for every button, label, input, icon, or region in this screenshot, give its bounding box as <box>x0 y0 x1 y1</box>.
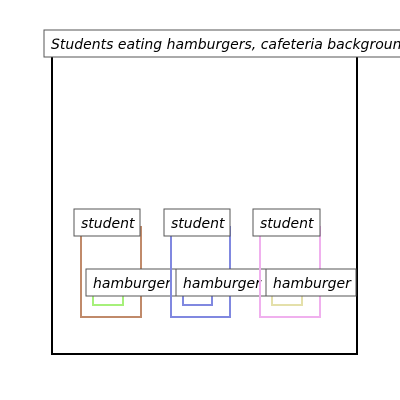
caption-box-border <box>43 29 400 58</box>
student-label-2: student <box>171 216 225 232</box>
hamburger-label-2: hamburger <box>183 276 262 292</box>
hamburger-label-box-3 <box>265 268 357 297</box>
student-label-box-3 <box>252 208 321 237</box>
hamburger-label-box-2 <box>175 268 267 297</box>
student-label-box-1 <box>73 208 141 237</box>
hamburger-label-box-1 <box>85 268 177 297</box>
student-label-box-2 <box>163 208 231 237</box>
caption-text: Students eating hamburgers, cafeteria ba… <box>51 37 400 53</box>
student-group-2: student hamburger <box>163 208 267 318</box>
student-label-1: student <box>81 216 135 232</box>
cafeteria-frame <box>51 43 358 355</box>
hamburger-label-1: hamburger <box>93 276 172 292</box>
student-group-1: student hamburger <box>73 208 177 318</box>
student-group-3: student hamburger <box>252 208 357 318</box>
caption-box: Students eating hamburgers, cafeteria ba… <box>43 29 400 58</box>
hamburger-label-3: hamburger <box>273 276 352 292</box>
student-label-3: student <box>260 216 314 232</box>
